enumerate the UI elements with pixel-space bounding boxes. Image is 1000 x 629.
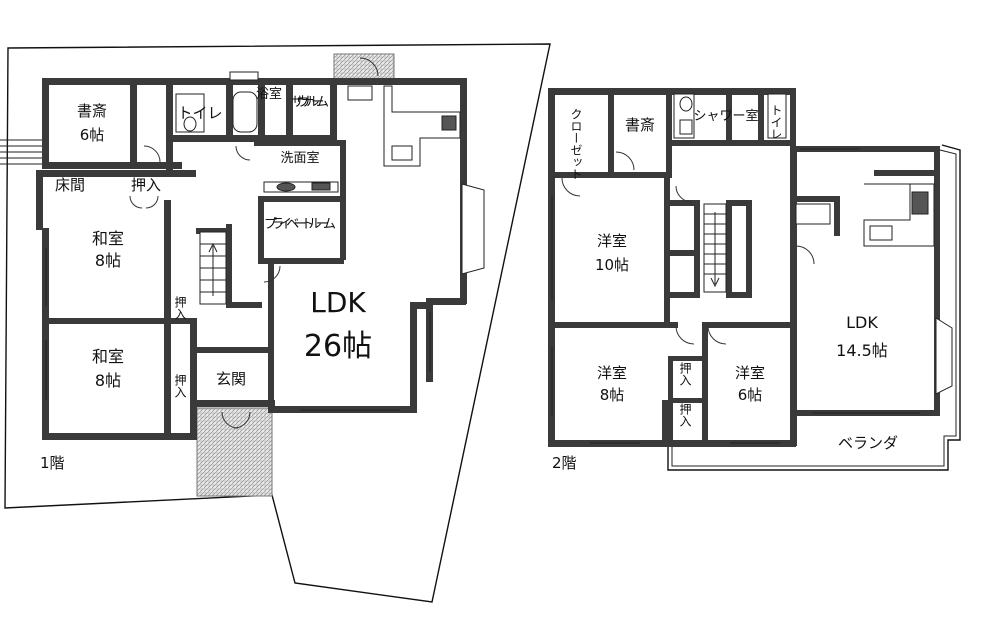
door-arc xyxy=(129,195,143,209)
closet-mid-label: 押入 xyxy=(173,296,187,320)
western2-label: 洋室 xyxy=(597,364,627,382)
floor1-entrance-approach xyxy=(196,407,273,497)
western2-size: 8帖 xyxy=(600,386,625,404)
western3-size: 6帖 xyxy=(738,386,763,404)
door-arc xyxy=(233,411,251,429)
sink-icon xyxy=(276,182,296,192)
floor2-closet-label: クローゼット xyxy=(569,108,583,180)
western3-label: 洋室 xyxy=(735,364,765,382)
floor1-lot-boundary xyxy=(4,43,551,603)
bathtub-icon xyxy=(232,91,258,133)
floor1-labels: 書斎 6帖 トイレ 浴室 サウナルーム 洗面室 プライベートルーム 床間 押入 … xyxy=(40,86,372,472)
private-room-label: プライベートルーム xyxy=(264,217,336,232)
door-arc xyxy=(795,245,815,265)
shower-tray-icon xyxy=(679,119,693,135)
tokonoma-label: 床間 xyxy=(55,176,85,194)
bath-fixture-icon xyxy=(229,71,259,81)
vanity-counter-icon xyxy=(263,181,339,193)
washitsu1-label: 和室 xyxy=(92,229,124,248)
floor2-toilet-icon xyxy=(767,93,787,139)
washitsu1-size: 8帖 xyxy=(95,251,121,270)
floor2-ldk-size: 14.5帖 xyxy=(836,341,888,360)
western1-label: 洋室 xyxy=(597,232,627,250)
floor2-island-icon xyxy=(795,203,831,225)
washitsu2-size: 8帖 xyxy=(95,371,121,390)
floor2-stove-icon xyxy=(911,191,929,215)
floor1-bay-window xyxy=(461,183,485,275)
basin-icon xyxy=(679,96,693,112)
door-arc xyxy=(235,145,251,161)
fridge-icon xyxy=(347,85,373,101)
floor1-back-terrace xyxy=(333,53,395,81)
stove-icon xyxy=(441,115,457,131)
door-arc xyxy=(561,177,581,197)
kitchen-sink-icon xyxy=(391,145,413,161)
shower-label: シャワー室 xyxy=(693,108,758,124)
sauna-label: サウナルーム xyxy=(291,95,329,110)
door-arc xyxy=(615,151,635,171)
floor2-ldk-label: LDK xyxy=(846,313,878,332)
floor2-plan: クローゼット 書斎 シャワー室 トイレ 洋室 10帖 洋室 8帖 洋室 6帖 押… xyxy=(548,88,961,472)
floor1-plan: 書斎 6帖 トイレ 浴室 サウナルーム 洗面室 プライベートルーム 床間 押入 … xyxy=(0,43,551,603)
door-arc xyxy=(707,325,727,345)
floor1-label: 1階 xyxy=(40,454,65,472)
floor2-labels: クローゼット 書斎 シャワー室 トイレ 洋室 10帖 洋室 8帖 洋室 6帖 押… xyxy=(552,104,898,472)
door-arc xyxy=(143,145,161,163)
floor2-stairs xyxy=(703,203,727,293)
floor2-fixtures xyxy=(551,93,953,444)
floor2-bay-window xyxy=(935,317,953,395)
study-label: 書斎 xyxy=(77,102,107,120)
door-arc xyxy=(675,325,695,345)
veranda-label: ベランダ xyxy=(838,434,898,452)
floor2-sink-icon xyxy=(869,225,893,241)
entrance-label: 玄関 xyxy=(216,370,246,388)
study-size: 6帖 xyxy=(80,126,105,144)
floor1-ldk-label: LDK xyxy=(310,286,366,319)
closet-b-label: 押入 xyxy=(678,403,692,427)
door-arc xyxy=(263,265,281,283)
veranda-outline xyxy=(667,144,961,471)
floor1-fixtures xyxy=(45,57,485,429)
closet-top-label: 押入 xyxy=(131,176,161,194)
washer-icon xyxy=(311,182,331,191)
closet-low-label: 押入 xyxy=(173,374,187,398)
door-arc xyxy=(675,185,693,203)
bath-label: 浴室 xyxy=(256,86,282,102)
washroom-label: 洗面室 xyxy=(280,150,319,166)
toilet-bowl-icon xyxy=(183,116,197,132)
door-arc xyxy=(145,195,159,209)
floor1-road-lines xyxy=(0,139,44,165)
closet-a-label: 押入 xyxy=(678,362,692,386)
floor2-label: 2階 xyxy=(552,454,577,472)
door-arc xyxy=(359,57,379,77)
floor1-stairs xyxy=(199,231,227,305)
toilet-label: トイレ xyxy=(177,104,222,122)
floor1-ldk-size: 26帖 xyxy=(304,329,372,364)
floor2-toilet-label: トイレ xyxy=(769,104,783,140)
floor2-study-label: 書斎 xyxy=(625,116,655,134)
western1-size: 10帖 xyxy=(595,256,629,274)
washitsu2-label: 和室 xyxy=(92,347,124,366)
